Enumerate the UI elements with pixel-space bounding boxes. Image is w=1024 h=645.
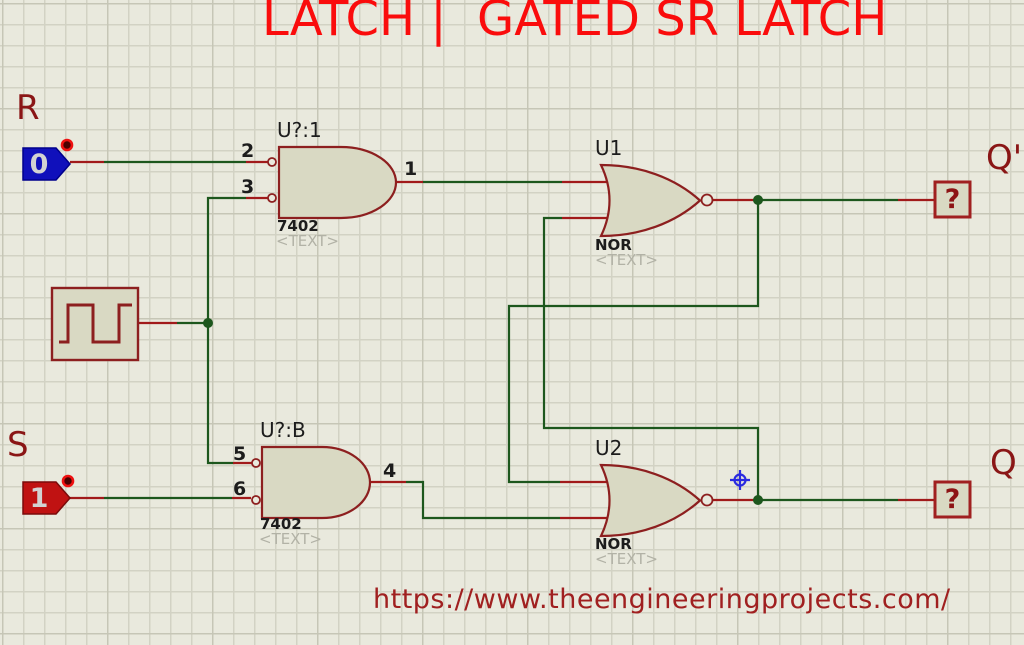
output-bubble xyxy=(700,193,714,207)
wire-feedback-qbar-to-u2[interactable] xyxy=(507,200,760,484)
sheet-title: LATCH | GATED SR LATCH xyxy=(262,0,888,47)
gate-body xyxy=(277,145,398,220)
gate3-ref: U1 xyxy=(595,136,623,160)
net-label-qbar: Q' xyxy=(986,138,1023,178)
output-bubble xyxy=(700,493,714,507)
input-bubble xyxy=(267,157,277,167)
gate-body xyxy=(260,445,372,520)
logicstate-r-value[interactable]: 0 xyxy=(29,149,49,180)
wire-pin-stubs-red xyxy=(70,160,935,520)
logicstate-s[interactable] xyxy=(22,474,75,515)
gate1-pin1: 1 xyxy=(404,158,418,180)
gate1-ref: U?:1 xyxy=(277,118,322,142)
gate-7402-u1-b[interactable] xyxy=(251,445,372,520)
gate2-part: 7402 xyxy=(260,515,302,533)
wire-net-green xyxy=(104,160,898,520)
gate2-pin5: 5 xyxy=(233,443,247,465)
net-label-q: Q xyxy=(990,443,1017,483)
gate-nor-u1[interactable] xyxy=(599,163,714,238)
origin-crosshair-icon xyxy=(730,470,750,490)
terminal-body xyxy=(22,147,71,181)
gate-nor-u2[interactable] xyxy=(599,463,714,538)
gate1-pin3: 3 xyxy=(241,176,255,198)
logicstate-r[interactable] xyxy=(22,138,74,181)
gate2-pin6: 6 xyxy=(233,478,247,500)
logicprobe-q-value[interactable]: ? xyxy=(944,484,961,515)
net-label-s: S xyxy=(7,425,29,465)
gate2-placeholder: <TEXT> xyxy=(259,530,322,548)
logicprobe-qbar[interactable] xyxy=(933,180,972,219)
gate1-pin2: 2 xyxy=(241,140,255,162)
input-bubble xyxy=(267,193,277,203)
logicprobe-q[interactable] xyxy=(933,480,972,519)
watermark-url: https://www.theengineeringprojects.com/ xyxy=(373,584,951,615)
net-label-r: R xyxy=(16,88,40,128)
gate-7402-u1-1[interactable] xyxy=(267,145,398,220)
gate3-part: NOR xyxy=(595,236,632,254)
logicprobe-qbar-value[interactable]: ? xyxy=(944,184,961,215)
junction-qbar[interactable] xyxy=(753,195,763,205)
gate3-placeholder: <TEXT> xyxy=(595,251,658,269)
gate2-ref: U?:B xyxy=(260,418,306,442)
junction-clock[interactable] xyxy=(203,318,213,328)
junction-dots xyxy=(203,195,763,505)
terminal-body xyxy=(22,481,71,515)
gate1-part: 7402 xyxy=(277,217,319,235)
gate1-placeholder: <TEXT> xyxy=(276,232,339,250)
gate2-pin4: 4 xyxy=(383,460,397,482)
gate-body xyxy=(599,463,702,538)
logicstate-s-value[interactable]: 1 xyxy=(29,483,49,514)
gate4-part: NOR xyxy=(595,535,632,553)
state-indicator-dot xyxy=(61,474,75,488)
clock-body xyxy=(50,286,140,362)
state-indicator-dot xyxy=(60,138,74,152)
gate4-placeholder: <TEXT> xyxy=(595,550,658,568)
gate4-ref: U2 xyxy=(595,436,623,460)
clock-generator[interactable] xyxy=(50,286,140,362)
input-bubble xyxy=(251,458,261,468)
gate-body xyxy=(599,163,702,238)
wire-clock-vertical-net[interactable] xyxy=(206,196,246,465)
input-bubble xyxy=(251,495,261,505)
junction-q[interactable] xyxy=(753,495,763,505)
square-wave-icon xyxy=(59,303,132,344)
wire-feedback-q-to-u1[interactable] xyxy=(542,216,760,500)
wire-gate2-to-u2[interactable] xyxy=(406,480,560,520)
